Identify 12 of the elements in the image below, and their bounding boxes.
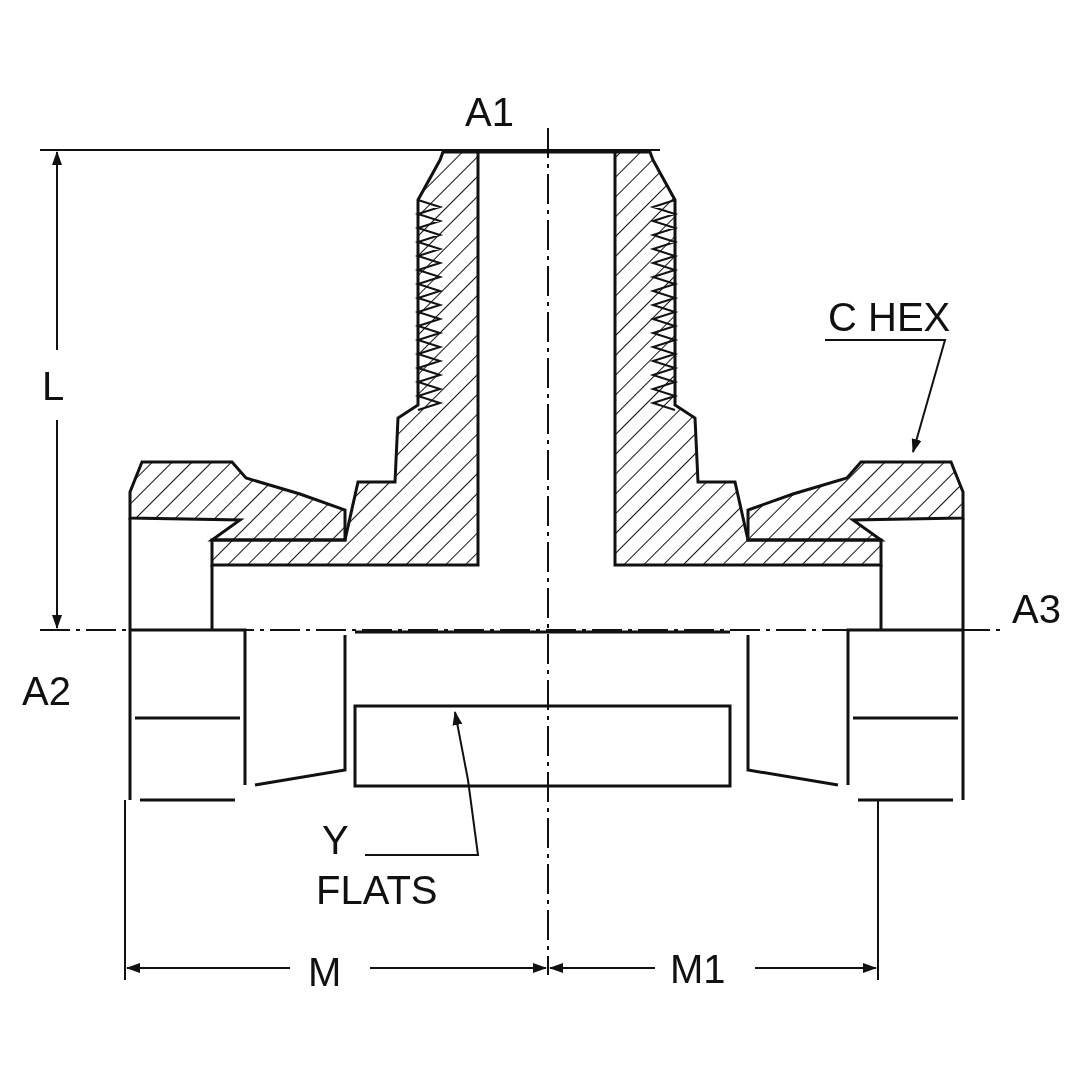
wrench-flats — [353, 704, 732, 788]
leader-line — [824, 339, 947, 453]
callout-label: Y FLATS — [316, 815, 476, 915]
dimension-label: L — [42, 363, 65, 410]
dimension-label: M — [308, 949, 342, 996]
dimension-label: A3 — [1012, 586, 1061, 633]
dimension-label: M1 — [670, 946, 726, 993]
callout-label: C HEX — [828, 292, 998, 342]
dimension-label: A1 — [465, 89, 514, 136]
hex-nut-section — [746, 460, 965, 542]
leader-line — [364, 711, 480, 856]
dimension-label: A2 — [22, 668, 71, 715]
